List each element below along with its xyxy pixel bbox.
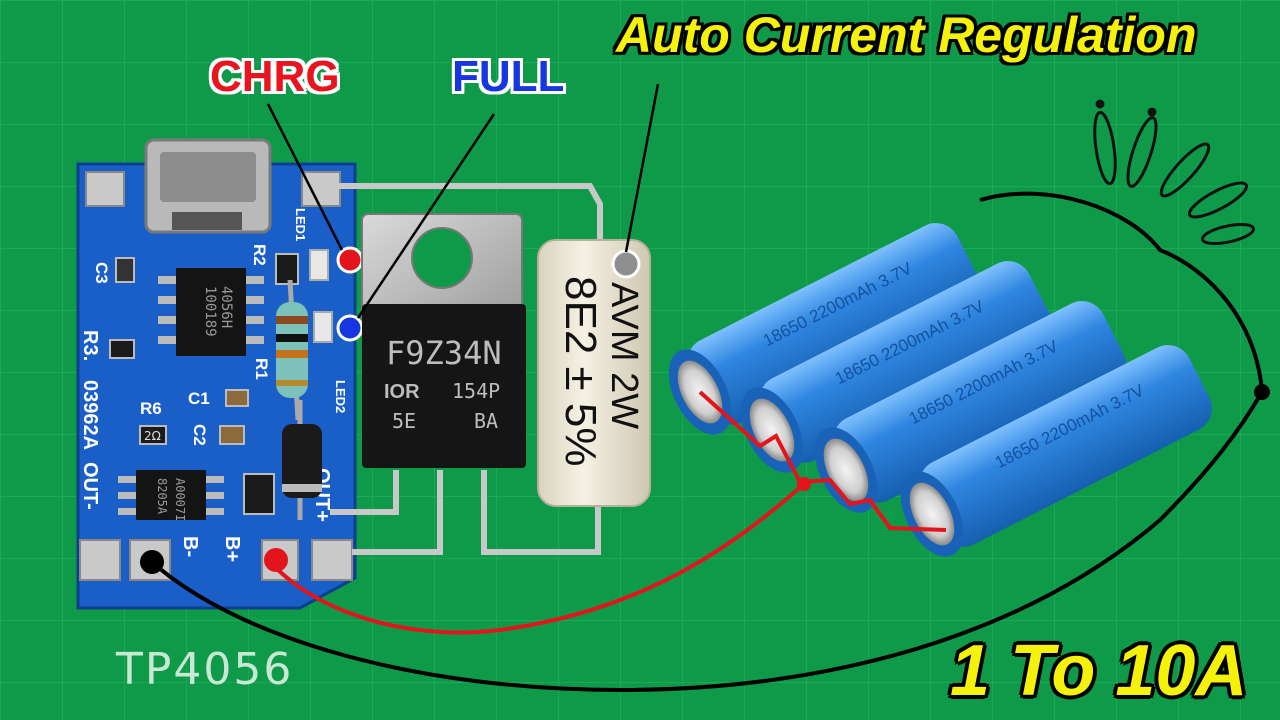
silk-b-plus: B+ [221, 536, 243, 562]
resistor-marker [611, 249, 641, 279]
silver-leads [330, 183, 603, 555]
ic-u1 [176, 268, 246, 356]
silk-led1: LED1 [293, 208, 308, 241]
mosfet-code3: BA [474, 409, 498, 433]
ic-u2-label: 8205A [155, 478, 169, 515]
battery-4: 18650 2200mAh 3.7V [900, 345, 1212, 557]
silk-c3: C3 [92, 262, 111, 284]
silk-r1: R1 [252, 358, 271, 380]
r6-value: 2Ω [144, 429, 161, 443]
red-wire-junction [797, 477, 811, 491]
ic-u2-code: A0007I [173, 478, 187, 521]
red-terminal-marker [264, 548, 288, 572]
chip-name-label: TP4056 [116, 644, 294, 695]
power-resistor-line1: AVM 2W [603, 282, 645, 429]
mosfet-part: F9Z34N [386, 334, 502, 372]
diode [282, 400, 322, 520]
silk-c1: C1 [188, 389, 210, 408]
title-auto-current-regulation: Auto Current Regulation [616, 7, 1197, 63]
ic-u1-label: 4056H [218, 286, 234, 328]
full-led-marker [336, 314, 364, 342]
ic-u2 [136, 470, 206, 520]
silk-r6: R6 [140, 399, 162, 418]
silk-board-code: 03962A [79, 380, 101, 450]
chrg-label: CHRG [210, 52, 340, 101]
red-wire-zigzag [698, 390, 947, 532]
mosfet-f9z34n: F9Z34N IOR 154P 5E BA [361, 213, 526, 468]
pointer-lines [266, 83, 660, 319]
silk-led2: LED2 [333, 380, 348, 413]
mosfet-body [362, 304, 526, 468]
mosfet-code2: 5E [392, 409, 416, 433]
tp4056-board: 4056H 100189 8205A A0007I C3 R2 R1 C1 C2… [76, 138, 357, 610]
silk-b-minus: B- [179, 536, 201, 557]
spark-decoration [1093, 99, 1255, 246]
current-range-label: 1 To 10A [950, 631, 1248, 711]
mosfet-logo: IOR [384, 381, 420, 403]
power-resistor-line2: 8E2 ± 5% [556, 276, 605, 466]
chrg-led-marker [336, 246, 364, 274]
mosfet-code1: 154P [452, 379, 500, 403]
ic-u1-code: 100189 [202, 286, 218, 337]
small-resistor [276, 279, 308, 421]
black-wire-main [150, 390, 1264, 693]
red-wire-main [274, 482, 806, 635]
silk-out-minus: OUT- [79, 462, 101, 510]
black-wire-junction [1254, 384, 1270, 400]
black-terminal-marker [140, 550, 164, 574]
silk-c2: C2 [190, 424, 209, 446]
silk-r3: R3. [79, 330, 101, 361]
power-resistor: AVM 2W 8E2 ± 5% [537, 239, 651, 507]
black-wire-top [979, 191, 1264, 391]
silk-r2: R2 [250, 244, 269, 266]
full-label: FULL [452, 52, 565, 101]
